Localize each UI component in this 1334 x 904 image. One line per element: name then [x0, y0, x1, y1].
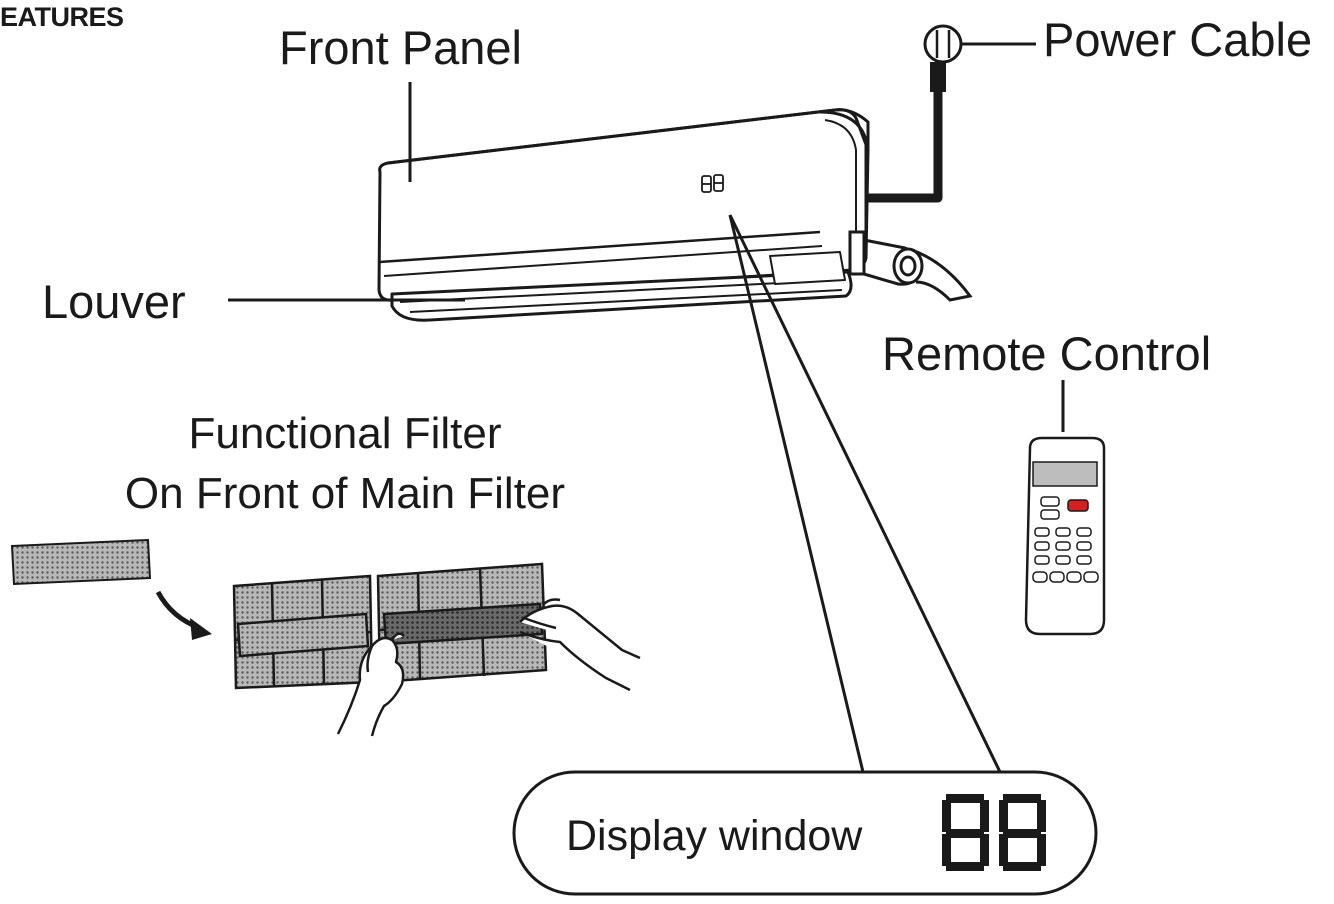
unit-display-icon [701, 174, 724, 193]
insert-arrow [155, 590, 212, 640]
hands-illustration [336, 598, 641, 737]
main-filter-panels [232, 562, 548, 690]
power-cable-label: Power Cable [1043, 13, 1313, 66]
display-callout-lines [728, 214, 1002, 773]
functional-filter-label-line1: Functional Filter [188, 409, 502, 458]
remote-control-device [1024, 380, 1106, 636]
section-heading: EATURES [0, 2, 124, 32]
pipe-connection [848, 230, 973, 302]
indoor-unit [228, 82, 870, 322]
functional-filter-label-line2: On Front of Main Filter [124, 469, 566, 518]
louver-label: Louver [42, 275, 186, 328]
power-cable-cord [868, 24, 1036, 203]
functional-filter-label: Functional Filter On Front of Main Filte… [60, 404, 630, 524]
remote-control-label: Remote Control [882, 327, 1212, 380]
display-window-label: Display window [566, 812, 863, 860]
functional-filter-strip [10, 538, 152, 586]
front-panel-label: Front Panel [279, 21, 522, 74]
seven-segment-display [942, 794, 1046, 871]
